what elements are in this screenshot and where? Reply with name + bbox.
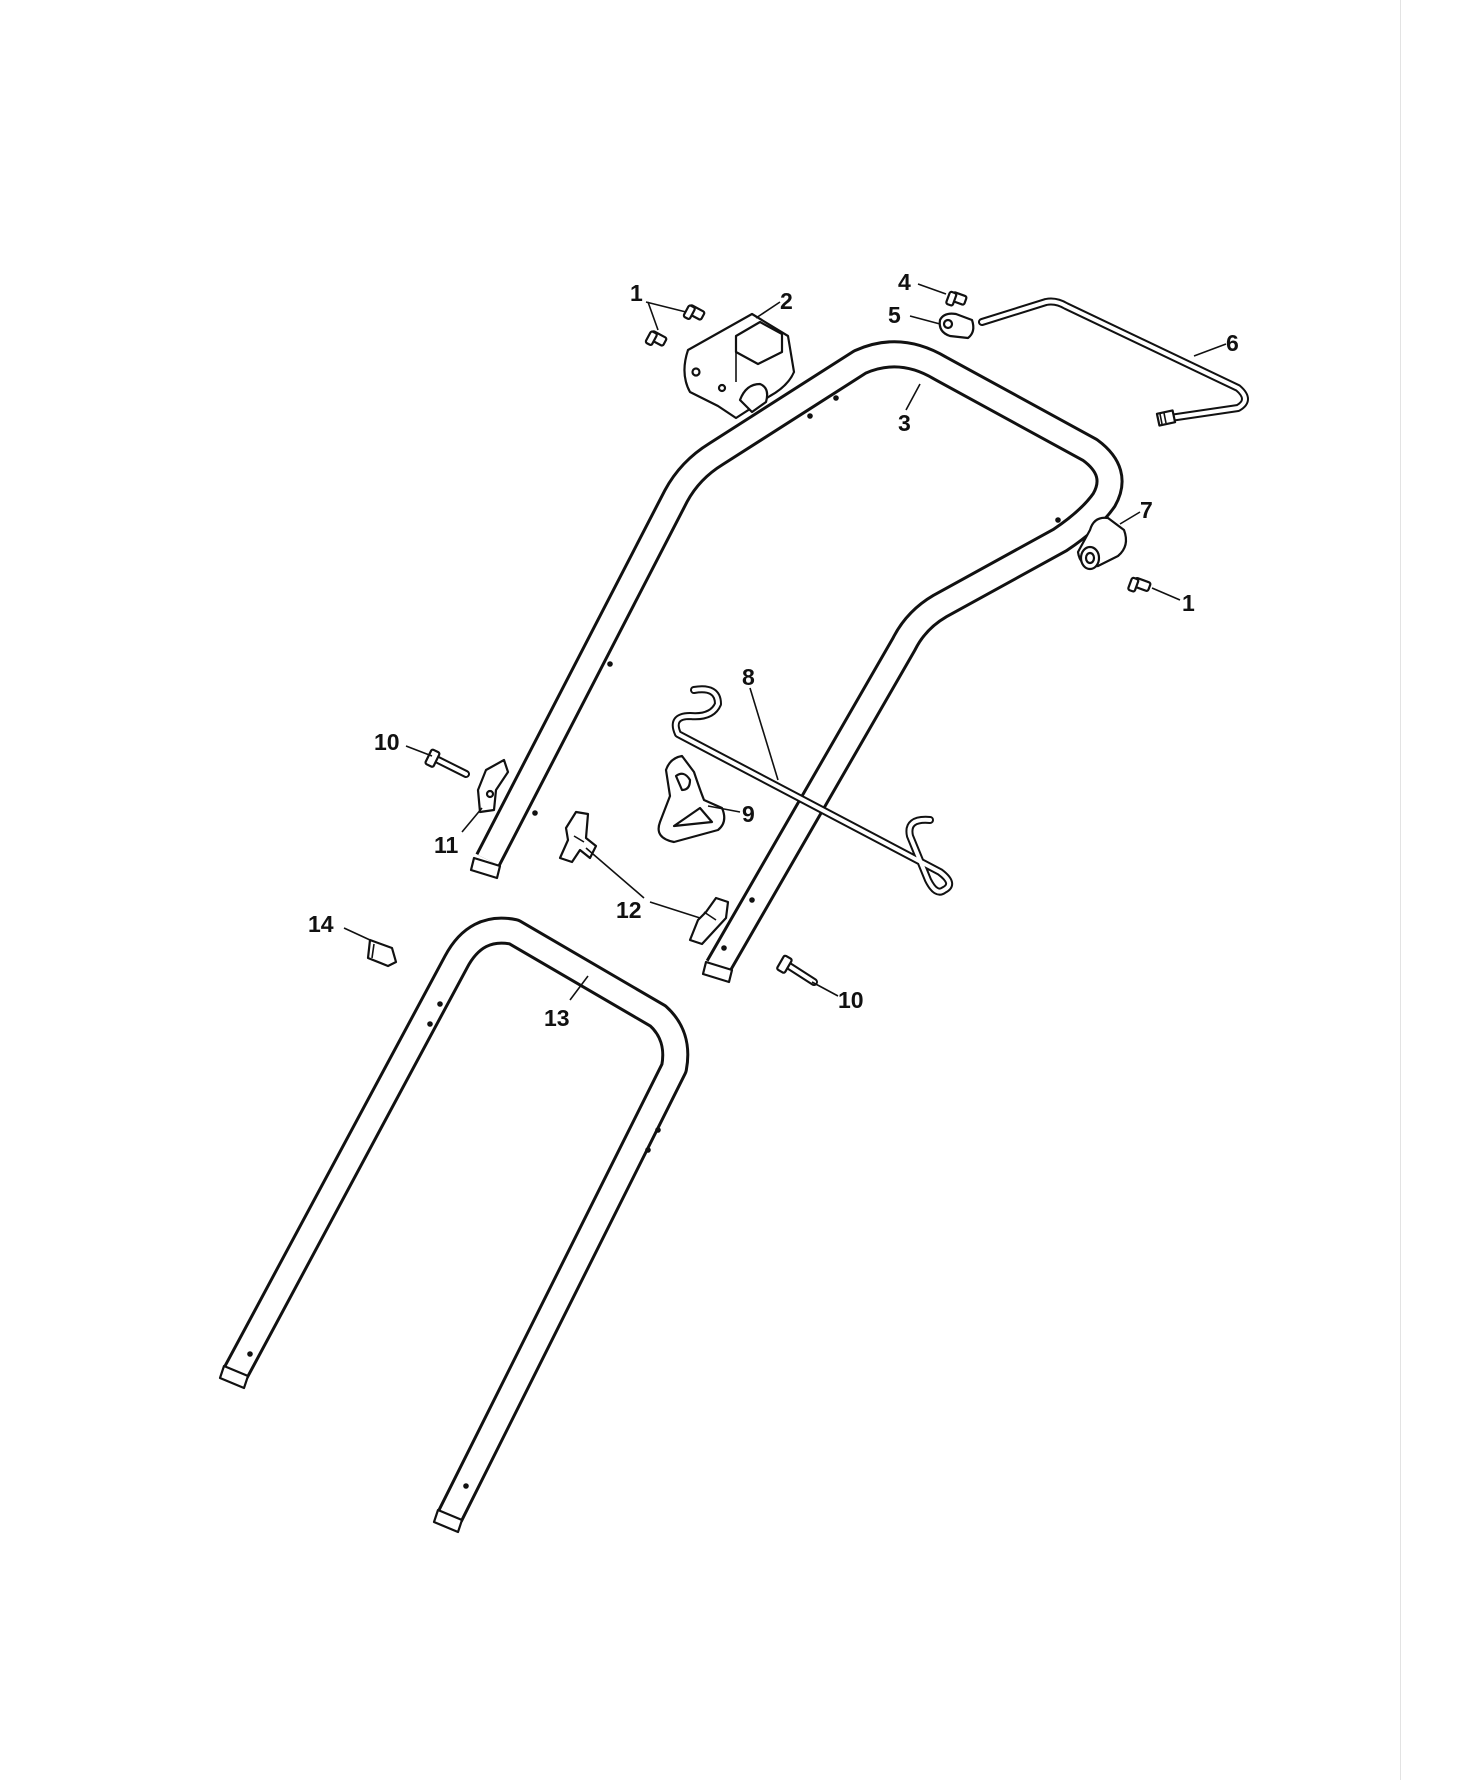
callout-14: 14	[308, 911, 334, 937]
callout-4: 4	[898, 269, 911, 295]
right-gutter	[1400, 0, 1457, 1780]
callout-7: 7	[1140, 497, 1153, 523]
callout-labels: 1 2 3 4 5 6 7 1 8 9 10 11 12 14 13 10	[308, 269, 1239, 1031]
cable-clamp	[1076, 516, 1128, 571]
cable-clip	[476, 758, 510, 814]
knob-part-12-right	[688, 896, 730, 946]
bolt-part-10-right	[776, 954, 818, 986]
cable-bracket	[657, 754, 726, 844]
switch-housing	[683, 312, 796, 420]
lower-handle-tube	[218, 916, 690, 1534]
callout-5: 5	[888, 302, 901, 328]
callout-13: 13	[544, 1005, 570, 1031]
leader-lines	[343, 283, 1227, 1001]
callout-2: 2	[780, 288, 793, 314]
rod-clip	[938, 312, 975, 340]
exploded-parts-diagram: 1 2 3 4 5 6 7 1 8 9 10 11 12 14 13 10	[218, 269, 1249, 1534]
callout-11: 11	[434, 832, 459, 858]
callout-10-left: 10	[374, 729, 400, 755]
upper-handle-tube	[469, 340, 1124, 984]
knob-part-12-left	[558, 810, 598, 864]
callout-1-top: 1	[630, 280, 643, 306]
callout-10-right: 10	[838, 987, 864, 1013]
bolt-part-10-left	[424, 748, 470, 778]
wire-cable-guide	[671, 685, 954, 896]
screw-part-1-right	[1127, 576, 1152, 593]
callout-8: 8	[742, 664, 755, 690]
nut-part-14	[366, 938, 398, 968]
screw-part-1-upper	[644, 304, 706, 347]
screw-part-4	[945, 290, 968, 307]
callout-3: 3	[898, 410, 911, 436]
callout-12: 12	[616, 897, 642, 923]
callout-9: 9	[742, 801, 755, 827]
callout-6: 6	[1226, 330, 1239, 356]
callout-1-right: 1	[1182, 590, 1195, 616]
control-rod	[978, 297, 1249, 427]
